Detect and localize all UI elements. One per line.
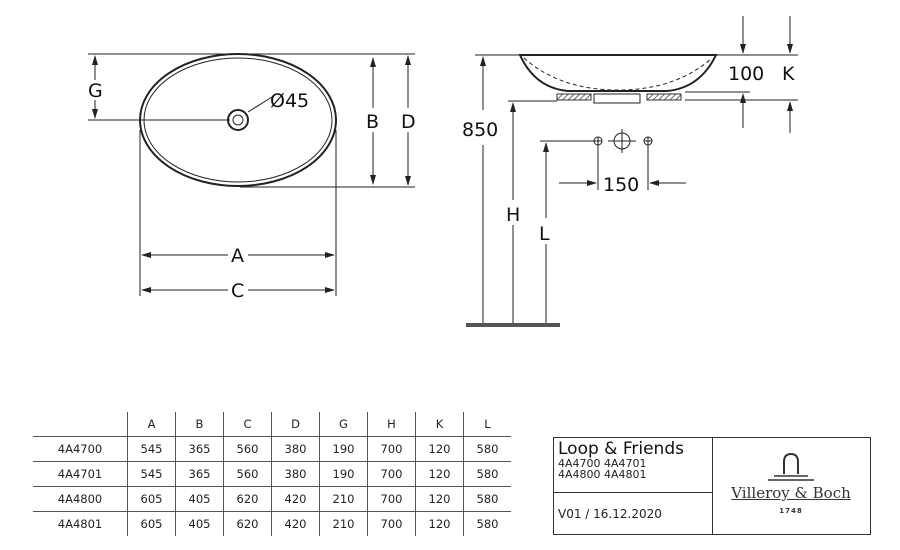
- countertop-left: [556, 93, 592, 101]
- dimension-cell: 545: [127, 461, 176, 487]
- villeroy-boch-logo: Villeroy & Boch 1748: [712, 438, 870, 534]
- drain-outer: [227, 109, 249, 131]
- dimension-cell: 545: [127, 436, 176, 462]
- header-cell: [33, 412, 128, 437]
- dimension-cell: 210: [319, 511, 368, 536]
- drain-diameter-label: Ø45: [270, 90, 309, 112]
- dimension-cell: 120: [415, 461, 464, 487]
- dimension-g-label: G: [88, 80, 103, 102]
- dimension-cell: 700: [367, 436, 416, 462]
- dimension-cell: 620: [223, 486, 272, 512]
- side-view: 850 H L 150 100 K: [462, 16, 798, 327]
- dimension-cell: 190: [319, 461, 368, 487]
- faucet-logo-icon: [768, 452, 814, 481]
- drain-cutout: [593, 93, 641, 104]
- dimension-cell: 420: [271, 511, 320, 536]
- dimension-cell: 620: [223, 511, 272, 536]
- dimension-cell: 380: [271, 436, 320, 462]
- dimension-cell: 560: [223, 461, 272, 487]
- dimension-h-label: H: [506, 204, 520, 226]
- dimension-cell: 700: [367, 461, 416, 487]
- dimension-k-label: K: [782, 63, 795, 85]
- dimension-cell: 365: [175, 461, 224, 487]
- dimension-cell: 700: [367, 486, 416, 512]
- header-cell: L: [463, 412, 511, 437]
- drain-inner: [232, 114, 244, 126]
- header-cell: H: [367, 412, 416, 437]
- dimension-cell: 420: [271, 486, 320, 512]
- dimension-cell: 210: [319, 486, 368, 512]
- dimension-cell: 605: [127, 486, 176, 512]
- header-cell: C: [223, 412, 272, 437]
- product-code-cell: 4A4801: [33, 511, 128, 536]
- product-code-cell: 4A4701: [33, 461, 128, 487]
- countertop-right: [646, 93, 682, 101]
- dimension-cell: 580: [463, 461, 511, 487]
- dimension-cell: 405: [175, 486, 224, 512]
- product-title: Loop & Friends: [558, 439, 684, 459]
- product-code-cell: 4A4800: [33, 486, 128, 512]
- dimension-cell: 580: [463, 486, 511, 512]
- product-codes-1: 4A4700 4A4701: [558, 457, 647, 470]
- dimension-b-label: B: [366, 111, 379, 133]
- brand-name: Villeroy & Boch: [731, 484, 851, 502]
- basin-profile: [518, 54, 718, 92]
- title-block: Loop & Friends 4A4700 4A4701 4A4800 4A48…: [553, 437, 871, 535]
- header-cell: D: [271, 412, 320, 437]
- dimension-100-label: 100: [728, 63, 764, 85]
- dimension-cell: 580: [463, 436, 511, 462]
- technical-drawing: Ø45 G B D A C: [88, 16, 798, 327]
- dimension-a-label: A: [231, 245, 244, 267]
- table-header-row: A B C D G H K L: [33, 412, 511, 437]
- top-view: Ø45 G B D A C: [88, 53, 416, 302]
- tap-spacing-label: 150: [603, 174, 639, 196]
- product-codes-2: 4A4800 4A4801: [558, 468, 647, 481]
- brand-year: 1748: [779, 507, 803, 515]
- dimension-cell: 120: [415, 511, 464, 536]
- dimension-cell: 120: [415, 436, 464, 462]
- dimension-cell: 700: [367, 511, 416, 536]
- header-cell: K: [415, 412, 464, 437]
- dimension-cell: 560: [223, 436, 272, 462]
- tap-holes: [593, 129, 653, 190]
- header-cell: A: [127, 412, 176, 437]
- dimension-d-label: D: [401, 111, 416, 133]
- header-cell: G: [319, 412, 368, 437]
- dimension-cell: 580: [463, 511, 511, 536]
- dimension-cell: 605: [127, 511, 176, 536]
- header-cell: B: [175, 412, 224, 437]
- dimension-cell: 380: [271, 461, 320, 487]
- version-date: V01 / 16.12.2020: [558, 507, 662, 521]
- dimension-cell: 190: [319, 436, 368, 462]
- dimension-cell: 365: [175, 436, 224, 462]
- product-code-cell: 4A4700: [33, 436, 128, 462]
- dimension-cell: 405: [175, 511, 224, 536]
- dimension-cell: 120: [415, 486, 464, 512]
- dimension-850-label: 850: [462, 119, 498, 141]
- dimension-c-label: C: [231, 280, 244, 302]
- dimension-l-label: L: [539, 223, 550, 245]
